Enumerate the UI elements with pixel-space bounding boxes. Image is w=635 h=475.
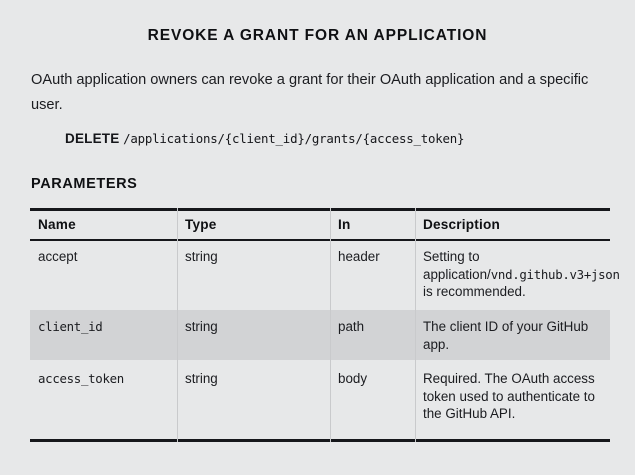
column-header-name: Name — [38, 217, 76, 232]
row-highlight-band — [30, 310, 610, 360]
endpoint-line: DELETE /applications/{client_id}/grants/… — [65, 130, 465, 148]
table-header-rule — [30, 239, 610, 241]
table-top-rule — [30, 208, 610, 211]
column-header-in: In — [338, 217, 351, 232]
column-divider-3 — [415, 208, 416, 442]
param-name: accept — [38, 249, 78, 264]
http-method-label: DELETE — [65, 131, 120, 146]
param-in: body — [338, 371, 368, 386]
param-type: string — [185, 319, 218, 334]
page-title: REVOKE A GRANT FOR AN APPLICATION — [147, 27, 488, 44]
column-header-description: Description — [423, 217, 500, 232]
description-text-part-2: is recommended. — [423, 284, 526, 299]
endpoint-path: /applications/{client_id}/grants/{access… — [123, 131, 465, 146]
param-name: client_id — [38, 319, 103, 334]
param-in: path — [338, 319, 365, 334]
intro-paragraph: OAuth application owners can revoke a gr… — [31, 72, 589, 113]
column-divider-1 — [177, 208, 178, 442]
param-description: Setting to application/vnd.github.v3+jso… — [423, 248, 620, 301]
param-description: The client ID of your GitHub app. — [423, 319, 589, 352]
description-mono-part: vnd.github.v3+json — [490, 266, 620, 282]
param-in: header — [338, 249, 380, 264]
param-name: access_token — [38, 371, 124, 386]
param-description: Required. The OAuth access token used to… — [423, 371, 595, 421]
param-type: string — [185, 249, 218, 264]
parameters-table: Name Type In Description accept string h… — [30, 208, 620, 444]
column-header-type: Type — [185, 217, 217, 232]
description-text-part: Setting to application/ — [423, 249, 491, 282]
table-bottom-rule — [30, 439, 610, 442]
section-heading-parameters: PARAMETERS — [31, 176, 138, 192]
param-type: string — [185, 371, 218, 386]
column-divider-2 — [330, 208, 331, 442]
